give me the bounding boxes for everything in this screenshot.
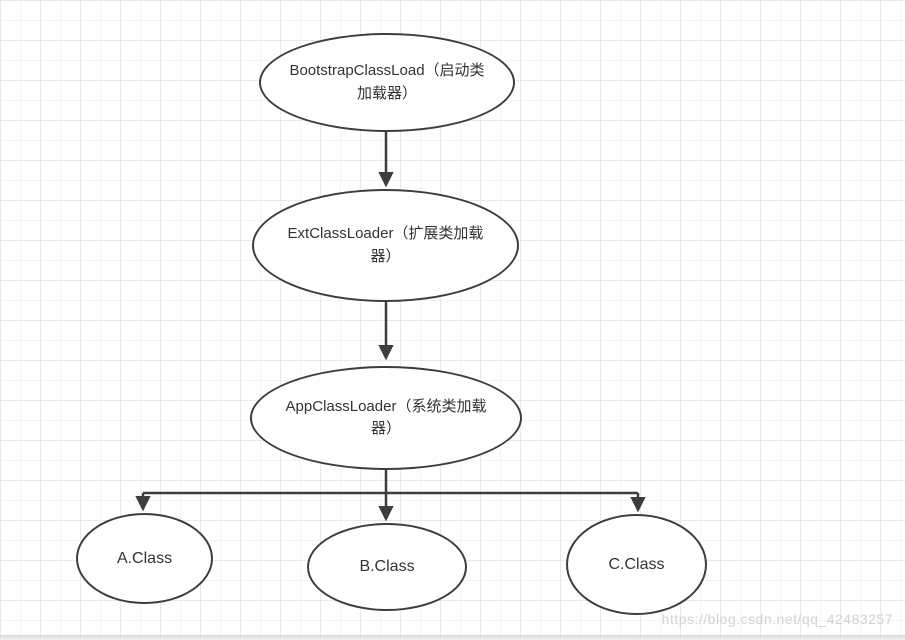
node-label-line: AppClassLoader（系统类加载: [285, 397, 487, 415]
node-label-line: A.Class: [116, 549, 173, 567]
node-label-line: 器）: [370, 420, 401, 437]
node-label-line: C.Class: [608, 555, 665, 573]
node-ext-classloader: ExtClassLoader（扩展类加载 器）: [252, 189, 519, 302]
node-bootstrap-classloader: BootstrapClassLoad（启动类 加载器）: [259, 33, 515, 132]
node-class-b: B.Class: [307, 523, 467, 611]
csdn-watermark: https://blog.csdn.net/qq_42483257: [661, 611, 893, 627]
node-label-line: ExtClassLoader（扩展类加载: [287, 225, 484, 242]
node-label-line: 加载器）: [356, 84, 417, 102]
canvas-bottom-edge: [0, 635, 905, 640]
node-label-line: 器）: [370, 247, 401, 265]
node-class-c: C.Class: [566, 514, 707, 615]
node-class-a: A.Class: [76, 513, 213, 604]
node-app-classloader: AppClassLoader（系统类加载 器）: [250, 366, 522, 470]
node-label-line: BootstrapClassLoad（启动类: [289, 62, 485, 79]
node-label-line: B.Class: [359, 558, 415, 575]
